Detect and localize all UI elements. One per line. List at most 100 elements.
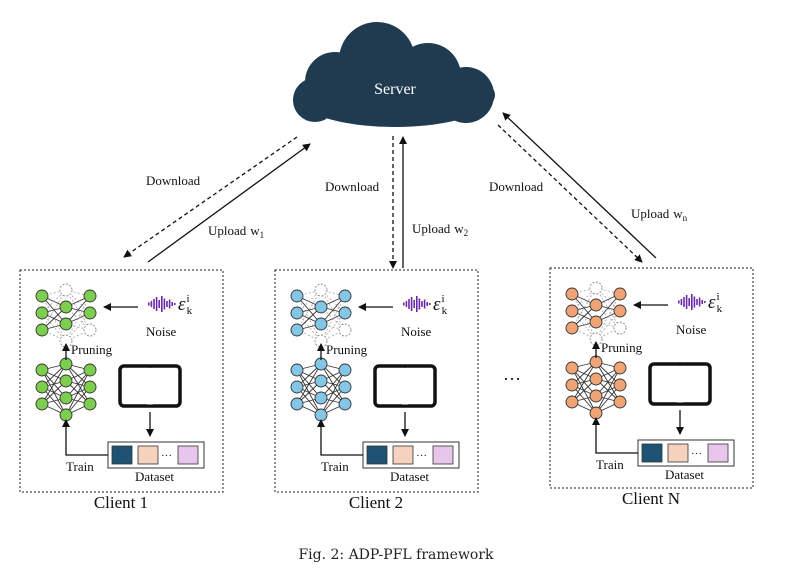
waveform-bar xyxy=(413,300,415,308)
neuron xyxy=(565,304,579,318)
tablet-camera xyxy=(679,364,681,366)
waveform-bar xyxy=(683,297,685,307)
waveform-bar xyxy=(698,297,701,307)
train-arrow xyxy=(62,419,108,456)
pruned-neuron xyxy=(314,283,328,297)
network-edge xyxy=(595,293,621,340)
train-label: Train xyxy=(66,459,94,474)
pruned-network xyxy=(290,283,352,348)
dataset-cell xyxy=(667,443,689,463)
clients-ellipsis: … xyxy=(503,364,521,384)
neuron xyxy=(83,363,97,377)
neuron xyxy=(290,289,304,303)
neuron xyxy=(589,389,603,403)
neuron xyxy=(59,408,73,422)
neuron xyxy=(35,323,49,337)
waveform-bar xyxy=(171,302,173,306)
pruning-label: Pruning xyxy=(326,342,368,357)
neuron xyxy=(83,289,97,303)
train-arrow xyxy=(317,419,363,456)
dataset-cell xyxy=(432,445,454,465)
neuron xyxy=(59,391,73,405)
waveform-bar xyxy=(701,300,703,304)
neuron xyxy=(59,374,73,388)
pruned-neuron xyxy=(83,323,97,337)
waveform-bar xyxy=(418,298,421,310)
network-edge xyxy=(320,369,346,416)
neuron xyxy=(314,317,328,331)
pruned-network xyxy=(565,281,627,346)
dataset-cell xyxy=(177,445,199,465)
dataset-label: Dataset xyxy=(135,469,174,484)
tablet-icon xyxy=(648,362,712,406)
waveform-bar xyxy=(163,298,166,310)
waveform-bar xyxy=(153,299,155,309)
waveform-bar xyxy=(426,302,428,306)
neuron xyxy=(290,380,304,394)
waveform-bar xyxy=(150,301,153,307)
client-border xyxy=(274,269,479,493)
download-label-1: Download xyxy=(146,173,201,188)
waveform-bar xyxy=(680,299,683,305)
dataset-label: Dataset xyxy=(665,467,704,482)
waveform-bar xyxy=(155,297,158,311)
tablet-frame xyxy=(118,364,182,408)
tablet-camera xyxy=(404,366,406,368)
dataset-cell xyxy=(111,445,133,465)
neuron xyxy=(565,361,579,375)
waveform-bar xyxy=(410,297,413,311)
neuron xyxy=(314,391,328,405)
waveform-bar xyxy=(403,302,405,306)
dataset-cell xyxy=(366,445,388,465)
neuron xyxy=(338,306,352,320)
neuron xyxy=(59,300,73,314)
waveform-bar xyxy=(696,299,698,305)
waveform-bar xyxy=(678,300,680,304)
neuron xyxy=(589,372,603,386)
pruned-neuron xyxy=(613,321,627,335)
dataset-cell xyxy=(707,443,729,463)
waveform-bar xyxy=(704,301,706,303)
waveform-bar xyxy=(688,298,690,306)
waveform-icon xyxy=(403,296,431,312)
server-cloud: Server xyxy=(293,22,495,127)
figure-caption: Fig. 2: ADP-PFL framework xyxy=(298,547,494,563)
tablet-frame xyxy=(373,364,437,408)
dataset-dots: ··· xyxy=(161,450,172,462)
neuron xyxy=(290,306,304,320)
client-border xyxy=(19,269,224,493)
neuron xyxy=(83,380,97,394)
waveform-bar xyxy=(423,299,426,309)
neuron xyxy=(35,306,49,320)
waveform-bar xyxy=(161,296,163,312)
waveform-bar xyxy=(429,303,431,305)
pruned-neuron xyxy=(589,281,603,295)
noise-label: Noise xyxy=(676,322,707,337)
neuron xyxy=(314,374,328,388)
network-edge xyxy=(571,361,597,403)
dataset-label: Dataset xyxy=(390,469,429,484)
neuron xyxy=(290,397,304,411)
neuron xyxy=(290,363,304,377)
upload-arrow-n xyxy=(502,112,657,259)
waveform-bar xyxy=(408,299,410,309)
neuron xyxy=(613,287,627,301)
network-edge xyxy=(320,295,346,342)
train-label: Train xyxy=(596,457,624,472)
network-edge xyxy=(41,363,67,405)
train-label: Train xyxy=(321,459,349,474)
neuron xyxy=(83,306,97,320)
neuron xyxy=(589,315,603,329)
waveform-bar xyxy=(174,303,176,305)
neuron xyxy=(613,378,627,392)
dataset-dots: ··· xyxy=(691,448,702,460)
